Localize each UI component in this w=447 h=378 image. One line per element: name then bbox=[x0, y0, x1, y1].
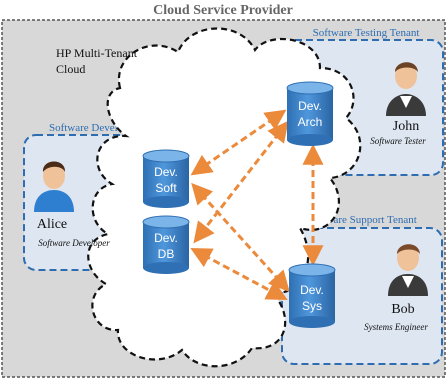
arrow-db-sys bbox=[190, 248, 288, 300]
db-sys-line1: Dev. bbox=[300, 283, 324, 297]
arrows bbox=[190, 109, 324, 300]
database-dev-db: Dev. DB bbox=[142, 215, 190, 274]
db-soft-line1: Dev. bbox=[154, 165, 178, 179]
person-alice: Alice Software Developer bbox=[34, 161, 110, 248]
bob-role: Systems Engineer bbox=[364, 322, 428, 332]
database-dev-sys: Dev. Sys bbox=[288, 263, 336, 328]
db-sys-line2: Sys bbox=[302, 299, 322, 313]
bob-name: Bob bbox=[391, 302, 414, 317]
db-db-line2: DB bbox=[158, 247, 175, 261]
db-soft-line2: Soft bbox=[155, 181, 177, 195]
database-dev-arch: Dev. Arch bbox=[286, 81, 334, 146]
john-name: John bbox=[393, 119, 419, 134]
bob-avatar-icon bbox=[388, 244, 428, 296]
provider-title: Cloud Service Provider bbox=[153, 3, 293, 18]
db-arch-line1: Dev. bbox=[298, 99, 322, 113]
alice-avatar-icon bbox=[34, 161, 74, 212]
db-arch-line2: Arch bbox=[298, 115, 323, 129]
cloud-label-line2: Cloud bbox=[56, 62, 85, 76]
alice-name: Alice bbox=[37, 217, 67, 232]
person-john: John Software Tester bbox=[370, 62, 426, 146]
person-bob: Bob Systems Engineer bbox=[364, 244, 428, 332]
cloud-label-line1: HP Multi-Tenant bbox=[56, 46, 138, 60]
tenant-testing-title: Software Testing Tenant bbox=[313, 27, 420, 39]
db-db-line1: Dev. bbox=[154, 231, 178, 245]
john-role: Software Tester bbox=[370, 136, 426, 146]
john-avatar-icon bbox=[386, 62, 426, 116]
database-dev-soft: Dev. Soft bbox=[142, 149, 190, 208]
alice-role: Software Developer bbox=[38, 238, 110, 248]
